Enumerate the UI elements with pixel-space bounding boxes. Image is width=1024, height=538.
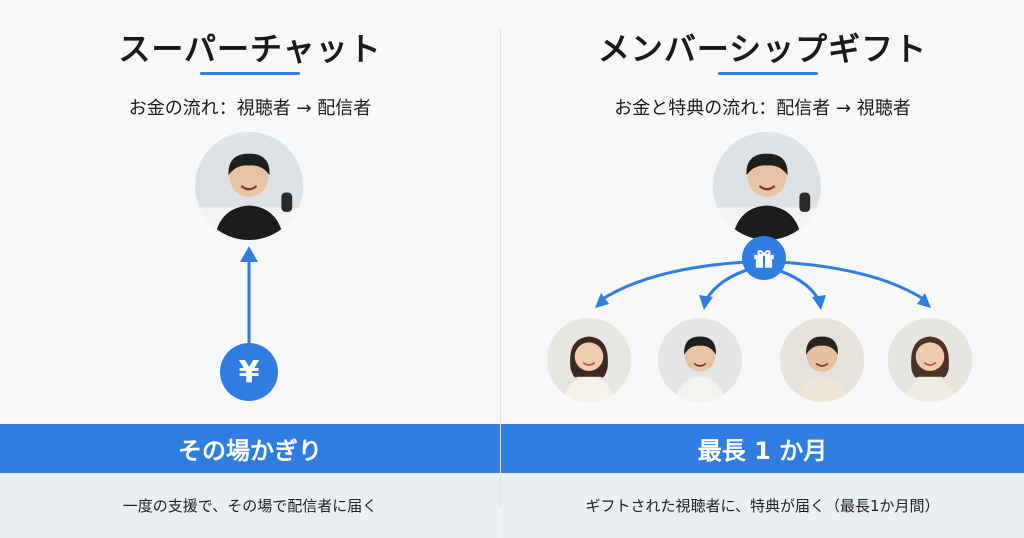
super-chat-panel: スーパーチャット お金の流れ：視聴者 → 配信者 ¥ その場かぎり 一度の支援で…: [0, 0, 500, 538]
super-chat-title-underline: [200, 72, 300, 75]
membership-gift-panel: メンバーシップギフト お金と特典の流れ：配信者 → 視聴者: [501, 0, 1024, 538]
viewer-man-photo-icon: [658, 318, 742, 402]
viewer-avatar: [547, 318, 631, 402]
super-chat-money-flow: お金の流れ：視聴者 → 配信者: [128, 98, 372, 119]
yen-badge: ¥: [220, 343, 278, 401]
viewer-man-photo-icon: [780, 318, 864, 402]
gift-badge: [742, 236, 786, 280]
panel-divider: [500, 28, 501, 508]
super-chat-description: 一度の支援で、その場で配信者に届く: [0, 473, 500, 538]
viewer-woman-photo-icon: [888, 318, 972, 402]
gift-icon: [754, 250, 774, 268]
membership-gift-duration-band: 最長 1 か月: [501, 424, 1024, 473]
viewer-avatar: [780, 318, 864, 402]
membership-gift-description: ギフトされた視聴者に、特典が届く（最長1か月間）: [501, 473, 1024, 538]
streamer-avatar: [713, 132, 821, 240]
super-chat-duration-band: その場かぎり: [0, 424, 500, 473]
viewer-woman-photo-icon: [547, 318, 631, 402]
membership-gift-title: メンバーシップギフト: [597, 30, 928, 68]
viewer-avatar: [888, 318, 972, 402]
viewer-avatar: [658, 318, 742, 402]
membership-gift-flow: お金と特典の流れ：配信者 → 視聴者: [614, 98, 911, 119]
membership-gift-title-underline: [718, 72, 818, 75]
super-chat-arrow: [240, 246, 258, 346]
super-chat-title: スーパーチャット: [118, 30, 382, 68]
yen-icon: ¥: [238, 354, 260, 390]
streamer-photo-icon: [713, 132, 821, 240]
